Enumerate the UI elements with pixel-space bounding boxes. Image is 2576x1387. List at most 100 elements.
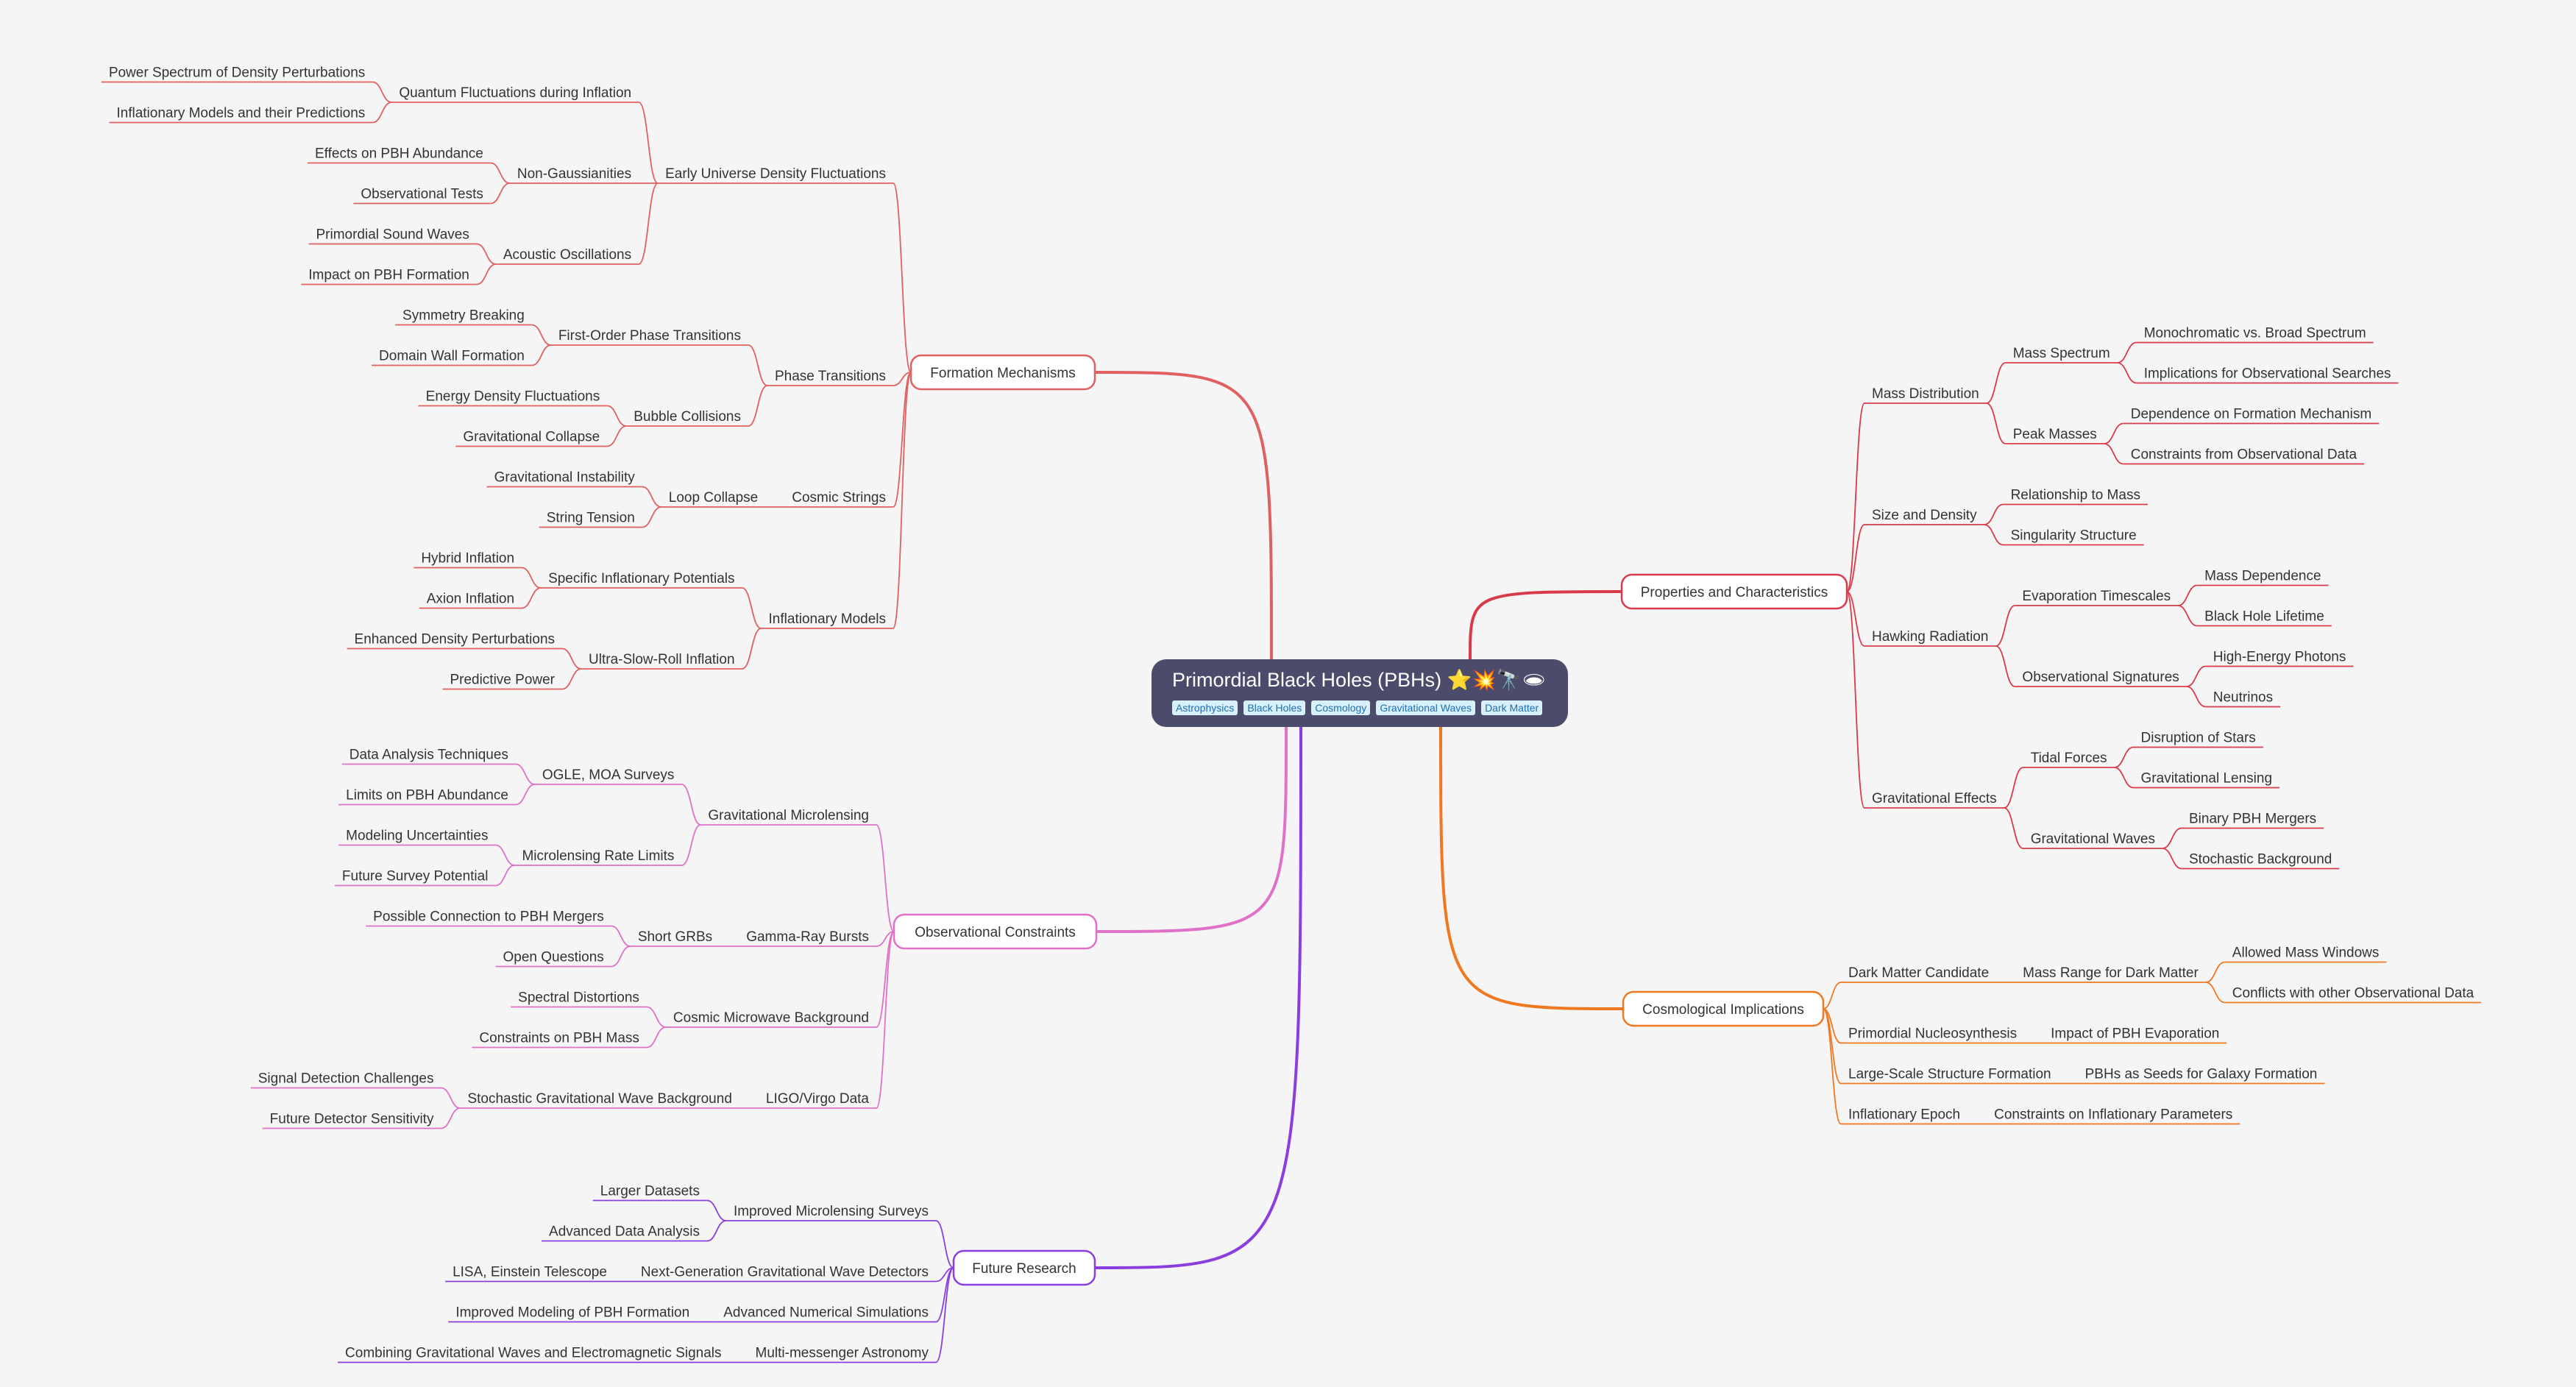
node-inflationary-models-and-their-predictions: Inflationary Models and their Prediction… — [116, 106, 365, 121]
node-string-tension: String Tension — [547, 511, 635, 526]
node-allowed-mass-windows: Allowed Mass Windows — [2232, 946, 2380, 961]
connector-line — [642, 486, 661, 508]
node-larger-datasets: Larger Datasets — [600, 1184, 700, 1199]
node-tidal-forces: Tidal Forces — [2031, 751, 2107, 766]
connector-line — [893, 372, 912, 629]
node-implications-for-observational-searches: Implications for Observational Searches — [2144, 366, 2391, 382]
node-high-energy-photons: High-Energy Photons — [2213, 650, 2346, 665]
connector-line — [1846, 591, 1865, 809]
node-mass-dependence: Mass Dependence — [2204, 569, 2321, 584]
node-acoustic-oscillations: Acoustic Oscillations — [503, 247, 631, 263]
node-possible-connection-to-pbh-mergers: Possible Connection to PBH Mergers — [373, 909, 604, 925]
node-dependence-on-formation-mechanism: Dependence on Formation Mechanism — [2131, 407, 2371, 422]
branch-box-formation-mechanisms[interactable] — [909, 354, 1096, 391]
branch-observational-constraints: Observational Constraints — [915, 925, 1076, 940]
connector-layer — [101, 81, 2482, 1363]
branch-box-properties-and-characteristics[interactable] — [1620, 573, 1848, 610]
connector-line — [2117, 362, 2137, 384]
connector-line — [490, 162, 511, 184]
branch-box-future-research[interactable] — [952, 1249, 1096, 1286]
node-phase-transitions: Phase Transitions — [775, 369, 886, 384]
node-peak-masses: Peak Masses — [2013, 427, 2097, 442]
connector-line — [681, 784, 701, 826]
node-inflationary-epoch: Inflationary Epoch — [1848, 1107, 1960, 1123]
connector-line — [1846, 524, 1865, 592]
root-node[interactable]: Primordial Black Holes (PBHs) ⭐💥🔭🕳 Astro… — [1152, 659, 1568, 727]
connector-line — [531, 324, 552, 346]
node-primordial-sound-waves: Primordial Sound Waves — [316, 227, 469, 243]
connector-line — [515, 763, 536, 785]
node-short-grbs: Short GRBs — [638, 929, 712, 945]
connector-line — [642, 506, 661, 528]
connector-line — [2114, 767, 2134, 789]
node-ogle-moa-surveys: OGLE, MOA Surveys — [542, 767, 675, 783]
node-observational-tests: Observational Tests — [361, 187, 483, 202]
tag-dark-matter[interactable]: Dark Matter — [1481, 700, 1543, 715]
node-mass-spectrum: Mass Spectrum — [2013, 346, 2110, 361]
connector-line — [2177, 584, 2198, 606]
node-gravitational-instability: Gravitational Instability — [494, 470, 636, 486]
node-multi-messenger-astronomy: Multi-messenger Astronomy — [756, 1346, 929, 1361]
node-hawking-radiation: Hawking Radiation — [1872, 629, 1988, 645]
tag-astrophysics[interactable]: Astrophysics — [1172, 700, 1238, 715]
connector-line — [1846, 402, 1865, 592]
node-constraints-on-pbh-mass: Constraints on PBH Mass — [479, 1031, 639, 1046]
connector-line — [1094, 371, 1273, 660]
node-hybrid-inflation: Hybrid Inflation — [421, 551, 514, 567]
connector-line — [476, 243, 497, 265]
connector-line — [876, 931, 895, 1028]
connector-line — [742, 628, 762, 670]
connector-line — [1469, 590, 1622, 660]
node-data-analysis-techniques: Data Analysis Techniques — [350, 748, 508, 763]
connector-line — [876, 931, 895, 1109]
connector-line — [521, 587, 542, 609]
connector-line — [495, 844, 515, 866]
connector-line — [1986, 362, 2006, 404]
node-size-and-density: Size and Density — [1872, 508, 1977, 523]
connector-line — [876, 824, 895, 932]
node-impact-on-pbh-formation: Impact on PBH Formation — [308, 268, 469, 283]
tag-gravitational-waves[interactable]: Gravitational Waves — [1376, 700, 1476, 715]
node-primordial-nucleosynthesis: Primordial Nucleosynthesis — [1848, 1026, 2017, 1042]
connector-line — [1986, 402, 2006, 444]
node-gravitational-effects: Gravitational Effects — [1872, 791, 1997, 806]
connector-line — [638, 102, 659, 184]
node-lisa-einstein-telescope: LISA, Einstein Telescope — [453, 1265, 607, 1280]
node-combining-gravitational-waves-and-electromagnetic-signals: Combining Gravitational Waves and Electr… — [345, 1346, 722, 1361]
connector-line — [2162, 827, 2182, 849]
connector-line — [876, 931, 895, 947]
connector-line — [611, 946, 631, 968]
node-gravitational-waves: Gravitational Waves — [2031, 831, 2155, 847]
node-stochastic-background: Stochastic Background — [2189, 852, 2332, 868]
node-bubble-collisions: Bubble Collisions — [634, 409, 741, 425]
node-cosmic-microwave-background: Cosmic Microwave Background — [673, 1010, 869, 1026]
connector-line — [2004, 807, 2024, 849]
connector-line — [893, 372, 912, 386]
node-limits-on-pbh-abundance: Limits on PBH Abundance — [346, 788, 508, 804]
tag-cosmology[interactable]: Cosmology — [1311, 700, 1371, 715]
node-relationship-to-mass: Relationship to Mass — [2011, 488, 2140, 503]
connector-line — [1823, 982, 1842, 1010]
tag-black-holes[interactable]: Black Holes — [1243, 700, 1306, 715]
node-inflationary-models: Inflationary Models — [769, 611, 886, 627]
connector-line — [490, 182, 511, 205]
connector-line — [935, 1267, 954, 1363]
branch-box-cosmological-implications[interactable] — [1622, 990, 1825, 1027]
node-domain-wall-formation: Domain Wall Formation — [379, 349, 525, 364]
node-neutrinos: Neutrinos — [2213, 690, 2273, 706]
branch-properties-and-characteristics: Properties and Characteristics — [1641, 585, 1828, 600]
node-next-generation-gravitational-wave-detectors: Next-Generation Gravitational Wave Detec… — [641, 1265, 929, 1280]
node-stochastic-gravitational-wave-background: Stochastic Gravitational Wave Background — [467, 1091, 731, 1107]
connector-line — [935, 1220, 954, 1269]
node-modeling-uncertainties: Modeling Uncertainties — [346, 829, 488, 844]
connector-line — [495, 865, 515, 887]
connector-line — [1846, 591, 1865, 647]
node-quantum-fluctuations-during-inflation: Quantum Fluctuations during Inflation — [399, 85, 631, 101]
branch-box-observational-constraints[interactable] — [893, 913, 1098, 950]
connector-line — [2186, 665, 2206, 687]
node-improved-microlensing-surveys: Improved Microlensing Surveys — [734, 1204, 929, 1219]
node-singularity-structure: Singularity Structure — [2011, 528, 2137, 544]
connector-line — [706, 1220, 727, 1242]
connector-line — [2004, 767, 2024, 809]
connector-line — [2205, 961, 2226, 983]
